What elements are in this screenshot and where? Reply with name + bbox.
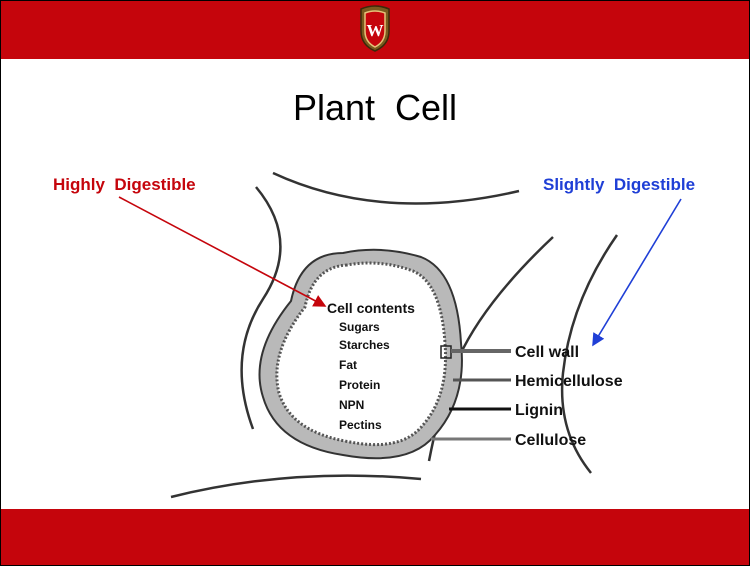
footer-bar	[1, 509, 749, 565]
wall-label-hemicellulose: Hemicellulose	[515, 373, 623, 390]
cell-content-item: Fat	[339, 358, 357, 372]
cell-content-item: Starches	[339, 338, 390, 352]
cell-content-item: NPN	[339, 398, 364, 412]
wall-label-cellulose: Cellulose	[515, 432, 586, 449]
cell-contents-heading: Cell contents	[327, 300, 415, 316]
cell-content-item: Pectins	[339, 418, 382, 432]
neighbor-wall-top	[273, 173, 519, 203]
cell-content-item: Sugars	[339, 320, 380, 334]
highly-digestible-arrow	[119, 197, 325, 306]
slightly-digestible-arrow	[593, 199, 681, 345]
cell-content-item: Protein	[339, 378, 380, 392]
wall-label-lignin: Lignin	[515, 402, 563, 419]
wall-label-cell-wall: Cell wall	[515, 344, 579, 361]
neighbor-wall-bottom	[171, 476, 421, 497]
